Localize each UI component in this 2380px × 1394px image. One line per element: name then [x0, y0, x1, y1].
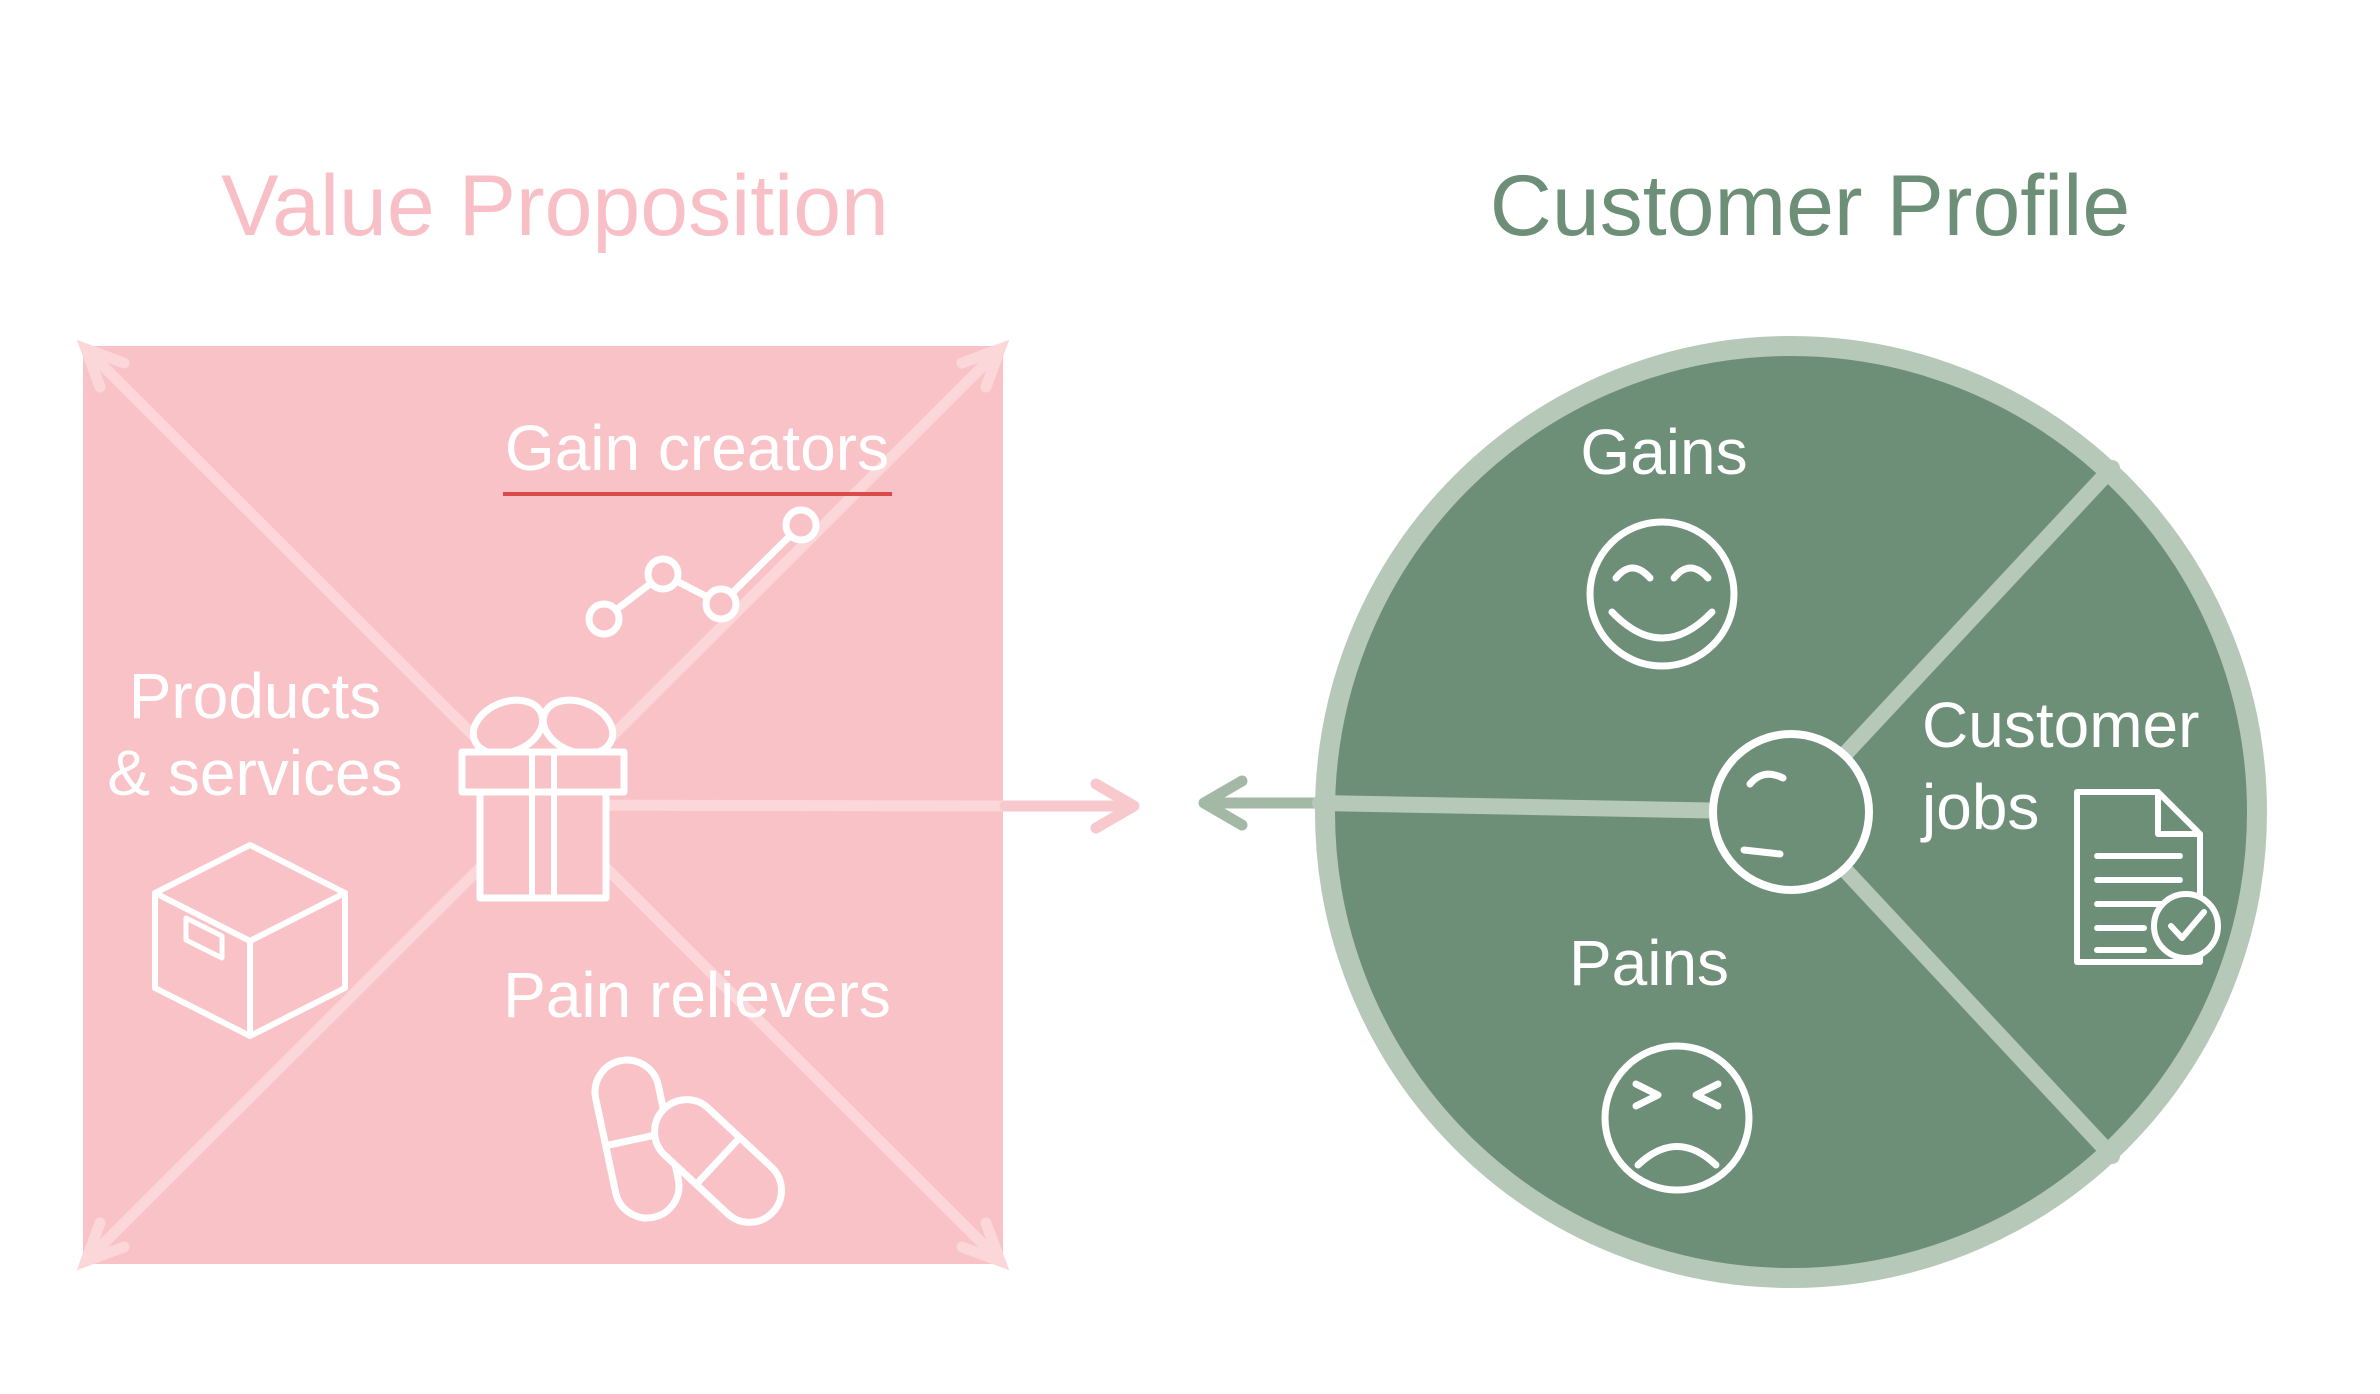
line-chart-icon [585, 506, 820, 638]
value-proposition-title: Value Proposition [221, 158, 889, 254]
products-services-label-line1: Products [129, 660, 382, 732]
gains-label: Gains [1580, 416, 1747, 488]
arrowhead-bottom-right [956, 1217, 1010, 1271]
pain-relievers-label: Pain relievers [503, 959, 891, 1031]
customer-jobs-label-line2: jobs [1920, 771, 2039, 843]
customer-profile-title: Customer Profile [1490, 158, 2130, 254]
horizontal-line [537, 799, 1009, 812]
profile-face-icon [1709, 730, 1873, 894]
arrowhead-bottom-left [76, 1217, 130, 1271]
products-services-label-line2: & services [107, 737, 402, 809]
box-icon [152, 842, 348, 1039]
pills-icon [591, 1056, 785, 1226]
arrowhead-top-right [956, 339, 1010, 393]
gain-creators-label: Gain creators [505, 412, 889, 484]
gift-icon [458, 696, 628, 902]
happy-face-icon [1586, 518, 1738, 670]
customer-jobs-label-line1: Customer [1922, 689, 2199, 761]
document-check-icon [2074, 789, 2221, 965]
value-to-customer-arrow-icon [999, 778, 1140, 834]
pains-label: Pains [1569, 927, 1729, 999]
value-proposition-section: Value Proposition Gain creators Products… [76, 158, 1010, 1271]
connection-arrows [999, 775, 1324, 834]
arrowhead-top-left [76, 339, 130, 393]
customer-to-value-arrow-icon [1198, 775, 1324, 831]
customer-profile-section: Customer Profile Gains Customer jobs [1312, 158, 2267, 1288]
sad-face-icon [1601, 1042, 1753, 1194]
